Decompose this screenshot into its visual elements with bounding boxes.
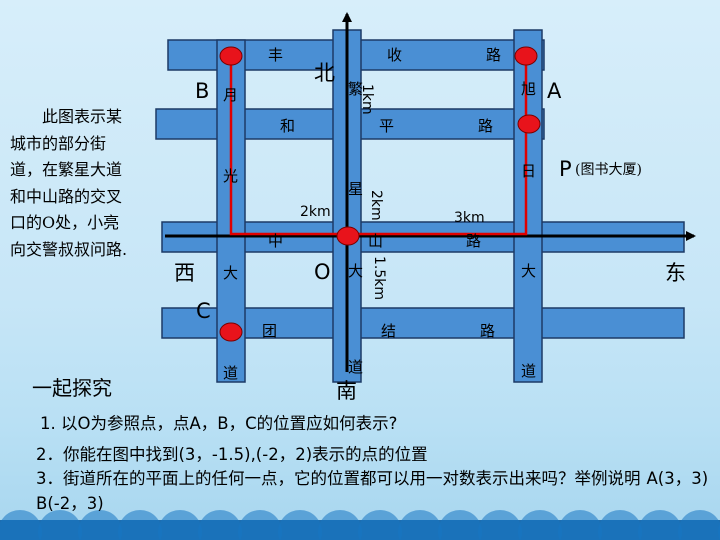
street-label: 团 — [262, 322, 277, 340]
street-label: 丰 — [268, 46, 283, 64]
street-label: 繁 — [348, 80, 363, 98]
bubble — [678, 510, 720, 540]
street-label: 日 — [521, 162, 536, 180]
direction-west: 西 — [174, 261, 195, 285]
bubble — [198, 510, 242, 540]
distance-label: 1.5km — [371, 256, 387, 300]
direction-south: 南 — [336, 379, 357, 403]
bubble — [358, 510, 402, 540]
street-label: 结 — [381, 322, 396, 340]
marker-a — [514, 46, 538, 66]
bubble — [0, 510, 42, 540]
bubble — [278, 510, 322, 540]
direction-east: 东 — [665, 261, 686, 285]
street-label: 道 — [223, 364, 238, 382]
route-to-a — [347, 55, 528, 236]
distance-label: 2km — [368, 190, 384, 221]
point-p-note: (图书大厦) — [575, 162, 642, 178]
bubble — [78, 510, 122, 540]
street-label: 平 — [379, 117, 394, 135]
marker-c — [219, 322, 243, 342]
question-3-answer: A(3，3) B(-2，3) — [36, 469, 709, 513]
marker-o — [336, 226, 360, 246]
street-xuri — [513, 29, 543, 383]
question-1: 1. 以O为参照点，点A，B，C的位置应如何表示? — [40, 414, 398, 433]
bubble — [118, 510, 162, 540]
bubble-row — [0, 510, 720, 540]
intro-paragraph: 此图表示某城市的部分街道，在繁星大道和中山路的交叉口的O处，小亮向交警叔叔问路. — [10, 107, 128, 259]
street-label: 大 — [348, 262, 363, 280]
direction-north: 北 — [314, 61, 335, 85]
street-label: 路 — [466, 232, 481, 250]
point-label-o: O — [314, 260, 331, 284]
street-label: 路 — [478, 117, 493, 135]
bubble — [638, 510, 682, 540]
distance-label: 1km — [359, 84, 375, 115]
question-2: 2．你能在图中找到(3，-1.5),(-2，2)表示的点的位置 — [36, 445, 428, 464]
street-label: 旭 — [521, 80, 536, 98]
street-label: 大 — [223, 264, 238, 282]
point-label-p: P — [559, 157, 572, 181]
marker-p — [517, 114, 541, 134]
bubble — [238, 510, 282, 540]
bubble — [558, 510, 602, 540]
street-label: 月 — [223, 86, 238, 104]
point-label-c: C — [196, 299, 211, 323]
bubble — [38, 510, 82, 540]
street-label: 道 — [348, 358, 363, 376]
street-label: 星 — [348, 180, 363, 198]
street-label: 路 — [480, 322, 495, 340]
bubble — [158, 510, 202, 540]
point-label-b: B — [195, 79, 209, 103]
marker-b — [219, 46, 243, 66]
bubble — [438, 510, 482, 540]
point-label-a: A — [547, 79, 562, 103]
street-label: 和 — [280, 117, 295, 135]
street-tuanjie — [161, 307, 685, 339]
street-label: 大 — [521, 262, 536, 280]
route-to-b — [229, 55, 347, 236]
bubble — [598, 510, 642, 540]
street-label: 中 — [268, 232, 283, 250]
bubble — [518, 510, 562, 540]
street-label: 收 — [387, 46, 402, 64]
street-label: 山 — [368, 232, 383, 250]
question-3-text: 3．街道所在的平面上的任何一点，它的位置都可以用一对数表示出来吗？举例说明 — [36, 469, 641, 488]
distance-label: 2km — [300, 204, 331, 220]
street-label: 道 — [521, 362, 536, 380]
bubble — [318, 510, 362, 540]
street-label: 光 — [223, 167, 238, 185]
distance-label: 3km — [454, 210, 485, 226]
street-label: 路 — [486, 46, 501, 64]
explore-title: 一起探究 — [32, 376, 112, 400]
bubble — [398, 510, 442, 540]
bubble — [478, 510, 522, 540]
